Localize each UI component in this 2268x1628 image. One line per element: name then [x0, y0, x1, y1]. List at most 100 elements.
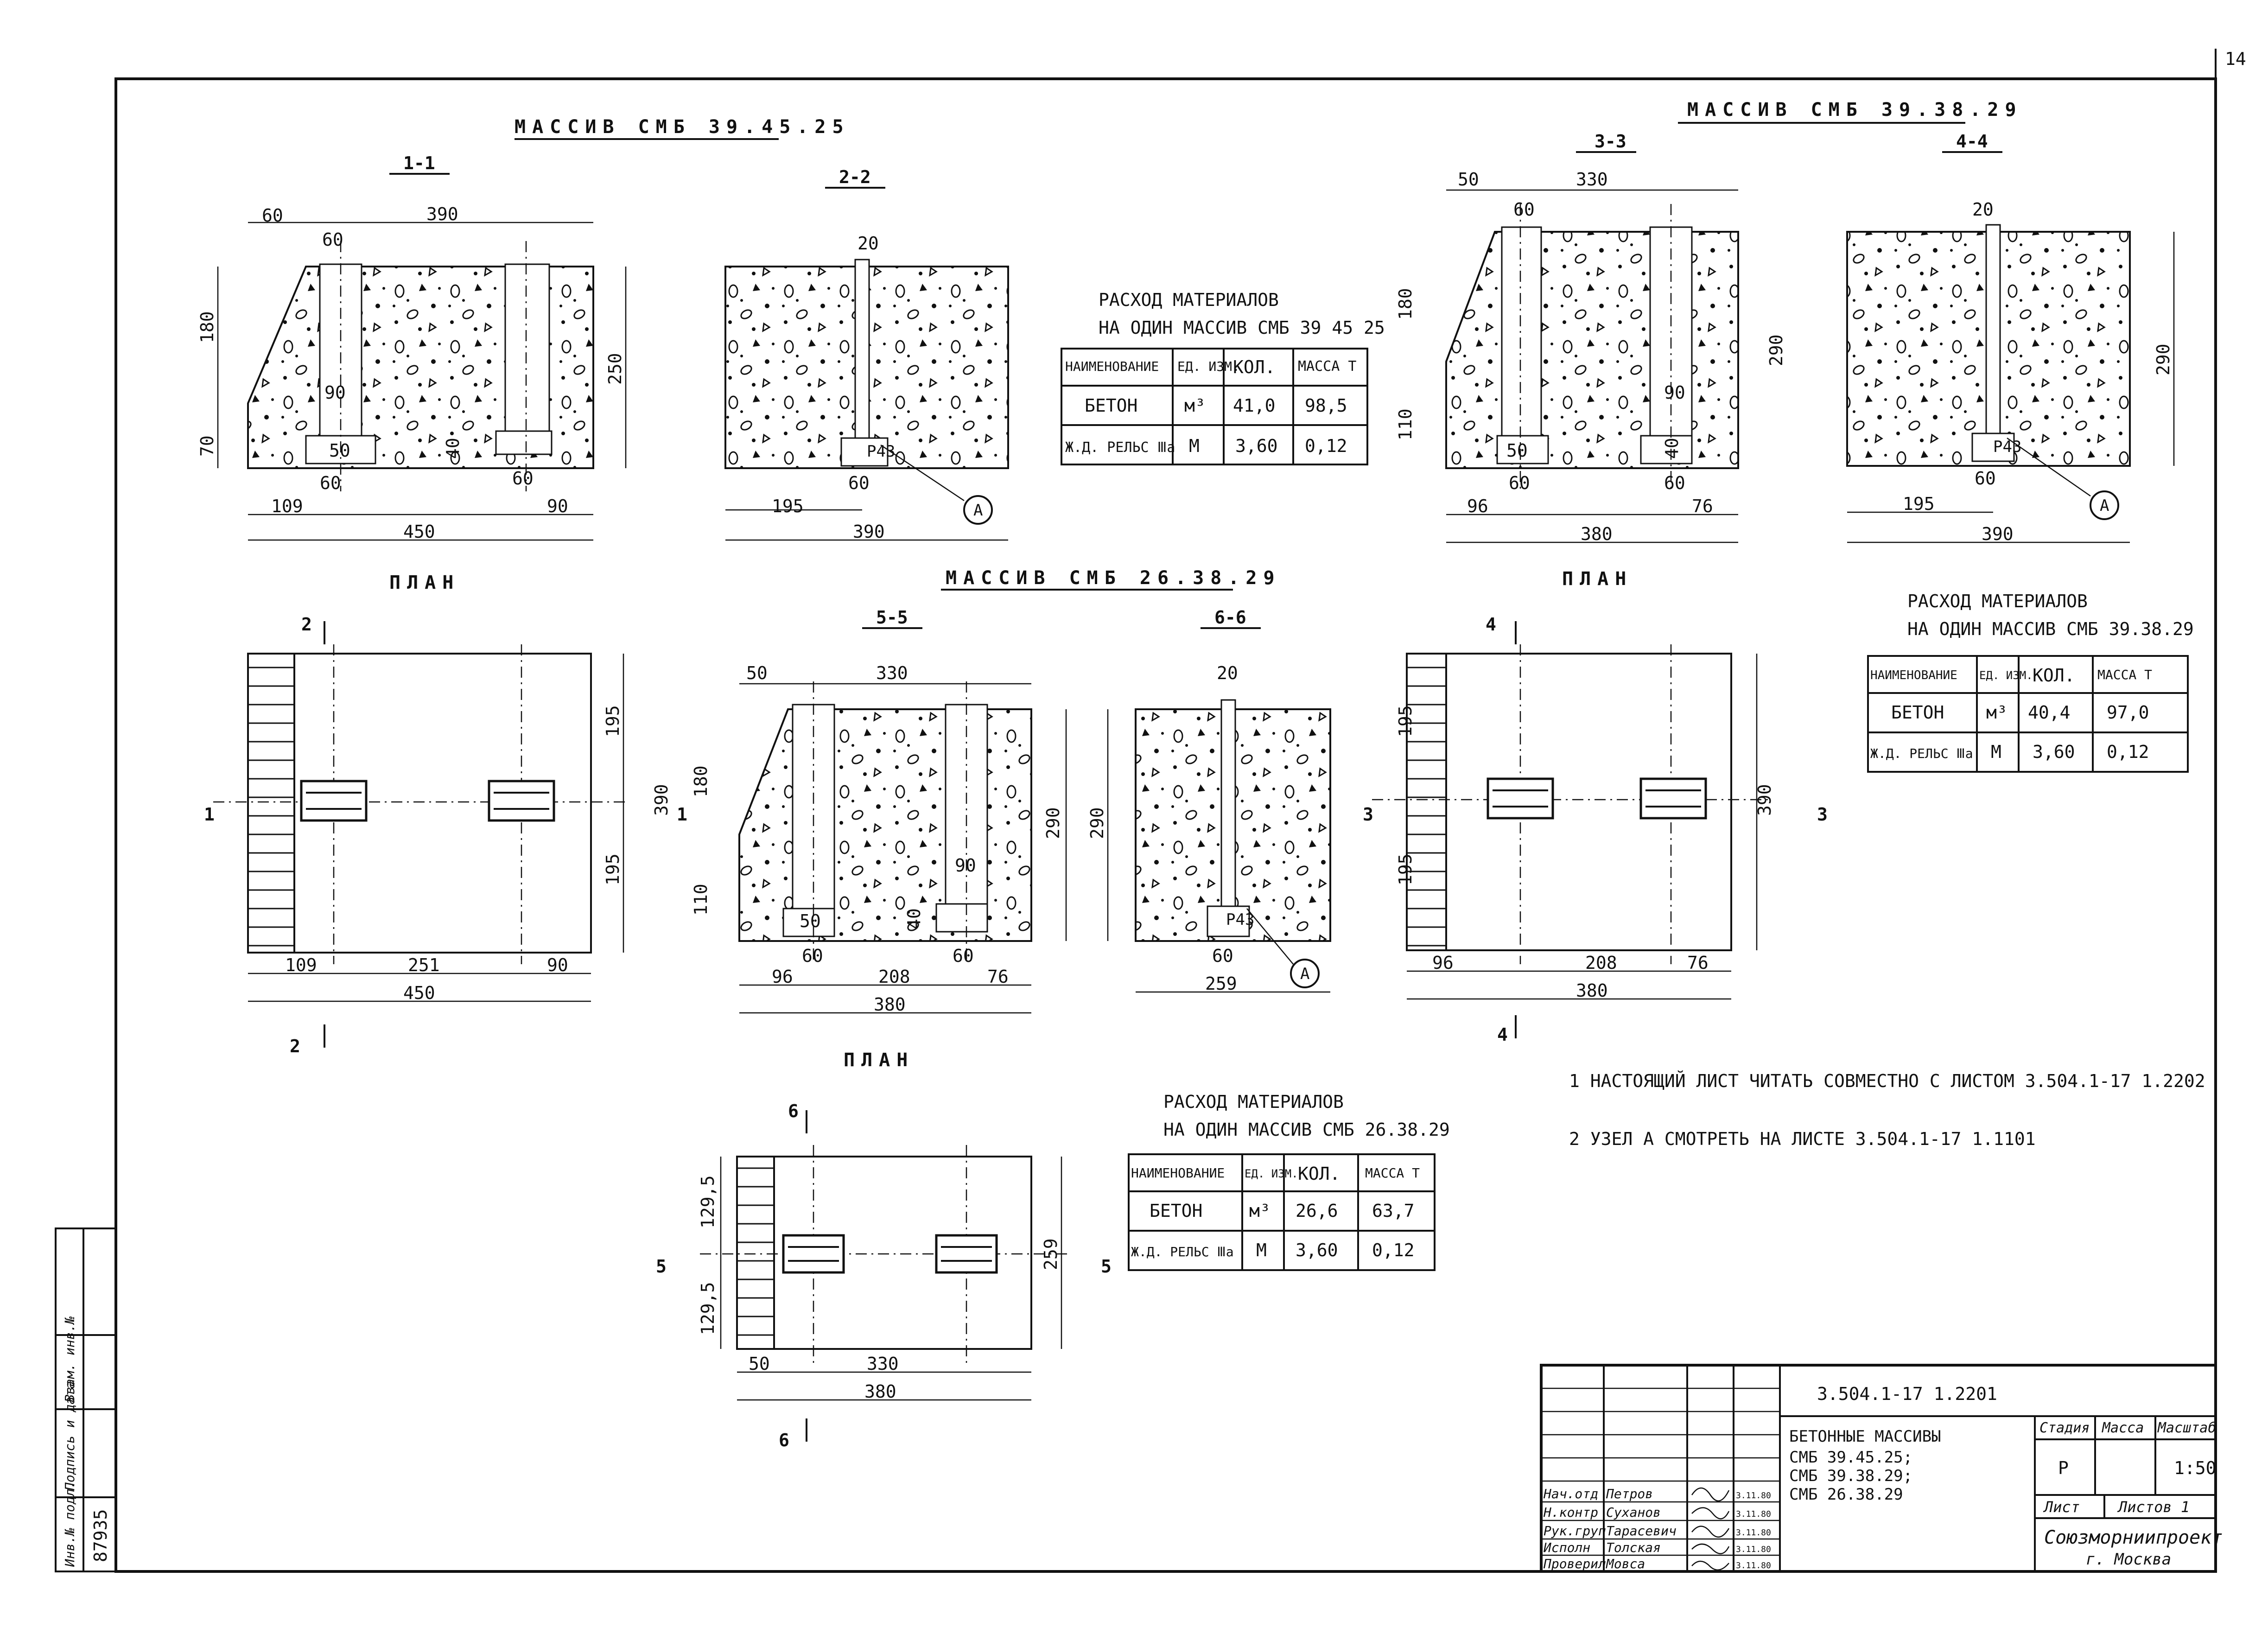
dim: 109	[285, 955, 317, 975]
staff-name: Петров	[1606, 1486, 1653, 1501]
staff-role: Нач.отд	[1543, 1486, 1598, 1501]
section-label-5-5: 5-5	[876, 607, 908, 628]
table-cell: Ж.Д. РЕЛЬС Ⅲа	[1065, 439, 1175, 456]
cut-mark: 5	[1101, 1256, 1112, 1277]
stage-header: Стадия	[2039, 1420, 2090, 1436]
staff-date: 3.11.80	[1736, 1509, 1771, 1519]
heading-plan-2: ПЛАН	[1562, 568, 1633, 590]
table-cell: 0,12	[2107, 742, 2149, 762]
stage-value: Р	[2058, 1458, 2069, 1478]
dim: 195	[603, 853, 623, 885]
dim: 390	[426, 204, 458, 224]
dim: 195	[1395, 705, 1416, 737]
table-cell: 41,0	[1233, 395, 1276, 416]
section-5-5: 5-5 50 330 180 110 290 90 50 40 60 60 96…	[691, 607, 1067, 1015]
cut-mark: 6	[779, 1430, 789, 1450]
rail-label: Р43	[1226, 910, 1254, 929]
cut-mark: 3	[1363, 804, 1373, 825]
dim: 208	[878, 967, 910, 987]
cut-mark: 2	[301, 614, 312, 635]
dim: 20	[858, 233, 879, 254]
signature	[1691, 1507, 1730, 1520]
dim: 129,5	[698, 1282, 718, 1335]
table-cell: 3,60	[1296, 1240, 1338, 1260]
staff-date: 3.11.80	[1736, 1491, 1771, 1501]
table-cell: М	[1189, 436, 1200, 456]
dim: 450	[403, 521, 435, 542]
material-table-2: РАСХОД МАТЕРИАЛОВ НА ОДИН МАССИВ СМБ 39.…	[1867, 591, 2194, 773]
sheet-number: 14	[2225, 49, 2246, 69]
dim: 60	[322, 229, 343, 250]
rail-label: Р43	[1993, 438, 2021, 456]
dim: 76	[1687, 953, 1709, 973]
dim: 180	[1395, 288, 1416, 320]
signature	[1691, 1526, 1730, 1538]
table-cell: БЕТОН	[1085, 395, 1137, 416]
table-cell: м³	[1184, 395, 1206, 416]
table-cell: Ж.Д. РЕЛЬС Ⅲа	[1131, 1244, 1234, 1259]
cut-mark: 6	[788, 1101, 799, 1121]
table-cell: 3,60	[1235, 436, 1278, 456]
section-label-2-2: 2-2	[839, 167, 871, 187]
node-label: А	[1300, 965, 1309, 983]
scale-value: 1:50	[2174, 1458, 2217, 1478]
section-label-1-1: 1-1	[403, 153, 435, 173]
table-header: НАИМЕНОВАНИЕ	[1065, 359, 1159, 374]
signature	[1691, 1560, 1729, 1571]
dim: 50	[329, 440, 350, 461]
replace-label: Взам. инв.№	[62, 1316, 77, 1402]
drawing-title: СМБ 26.38.29	[1789, 1485, 1903, 1504]
dim: 180	[197, 311, 217, 343]
dim: 20	[1217, 663, 1238, 683]
staff-date: 3.11.80	[1736, 1545, 1771, 1554]
dim: 76	[987, 967, 1009, 987]
dim: 450	[403, 983, 435, 1003]
dim: 208	[1585, 953, 1617, 973]
dim: 96	[1467, 496, 1488, 516]
dim: 50	[749, 1354, 770, 1374]
dim: 290	[1766, 334, 1786, 366]
table-cell: 63,7	[1372, 1201, 1415, 1221]
dim: 60	[1664, 473, 1685, 493]
dim: 290	[2153, 343, 2173, 375]
section-label-6-6: 6-6	[1214, 607, 1246, 628]
dim: 20	[1972, 199, 1994, 220]
heading-massiv-1: МАССИВ СМБ 39.45.25	[515, 116, 850, 138]
heading-massiv-3: МАССИВ СМБ 26.38.29	[946, 567, 1281, 589]
dim: 40	[904, 908, 924, 929]
title-block: 3.504.1-17 1.2201 БЕТОННЫЕ МАССИВЫ СМБ 3…	[1540, 1364, 2223, 1573]
notes: 1 НАСТОЯЩИЙ ЛИСТ ЧИТАТЬ СОВМЕСТНО С ЛИСТ…	[1569, 1071, 2205, 1149]
dim: 40	[443, 438, 463, 459]
dim: 50	[746, 663, 768, 683]
dim: 380	[864, 1381, 896, 1402]
table-cell: 0,12	[1372, 1240, 1415, 1260]
dim: 60	[1513, 199, 1535, 220]
plan-2: 195 390 195 96 208 76 380 4 4 3 3	[1363, 614, 1828, 1045]
cut-mark: 2	[290, 1036, 300, 1056]
dim: 195	[603, 705, 623, 737]
dim: 60	[802, 946, 823, 966]
dim: 50	[1458, 169, 1479, 190]
dim: 90	[955, 855, 976, 876]
node-label: А	[2100, 496, 2109, 515]
dim: 380	[1576, 980, 1608, 1001]
heading-massiv-2: МАССИВ СМБ 39.38.29	[1687, 99, 2023, 121]
dim: 290	[1043, 807, 1063, 839]
node-a-marker	[1290, 959, 1320, 988]
dim: 390	[651, 784, 672, 816]
dim: 60	[262, 205, 283, 226]
staff-role: Исполн	[1543, 1540, 1590, 1555]
table-cell: М	[1991, 742, 2001, 762]
note-2: 2 УЗЕЛ А СМОТРЕТЬ НА ЛИСТЕ 3.504.1-17 1.…	[1569, 1129, 2036, 1149]
organization-name: Союзморниипроект	[2044, 1527, 2223, 1548]
table-header: КОЛ.	[1233, 357, 1276, 377]
section-2-2: 2-2 Р43 А 20 60 195 390	[724, 167, 1009, 542]
dim: 60	[1975, 468, 1996, 489]
section-1-1: 1-1 60 390 60 180 70 250 90 50 40 60 60 …	[197, 153, 627, 542]
dim: 380	[874, 994, 906, 1015]
table-header: КОЛ.	[2033, 665, 2075, 686]
staff-name: Толская	[1606, 1540, 1661, 1555]
material-table-1: РАСХОД МАТЕРИАЛОВ НА ОДИН МАССИВ СМБ 39 …	[1061, 290, 1385, 465]
dim: 109	[271, 496, 303, 516]
